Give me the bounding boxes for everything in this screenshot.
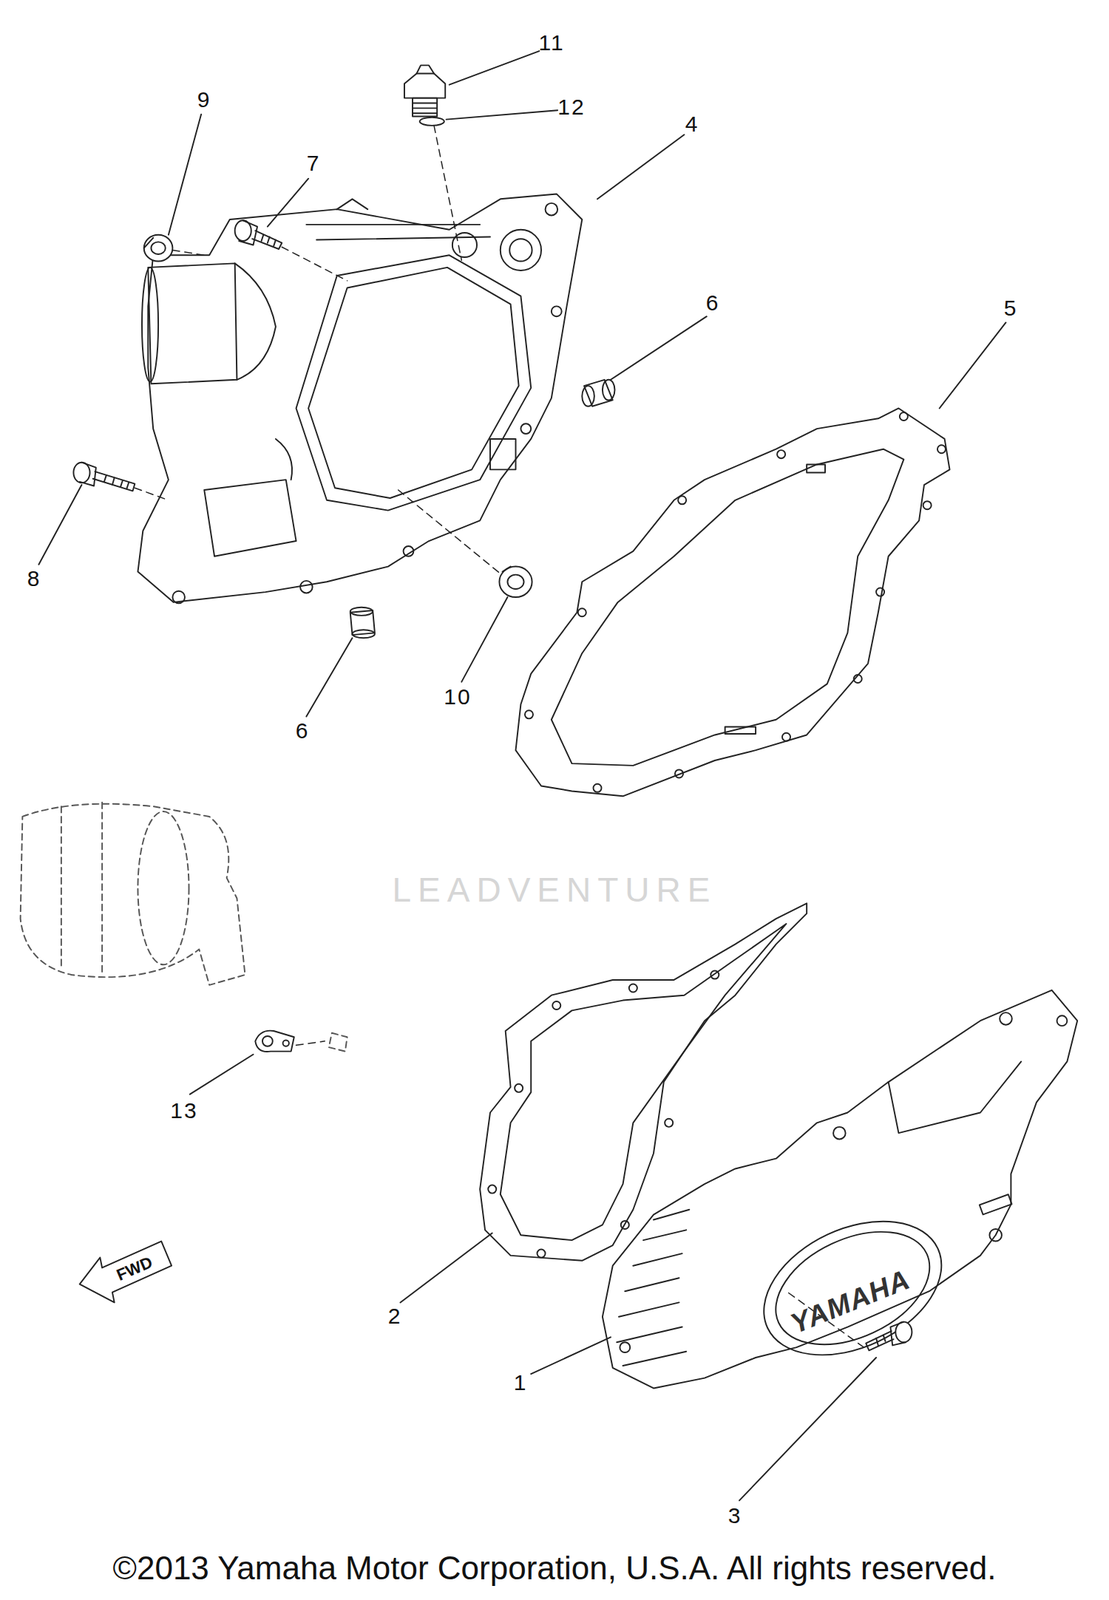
ignition-coil-phantom [20,802,348,1053]
callout-number: 1 [513,1372,528,1395]
callout-number: 12 [557,96,585,119]
forward-arrow [79,1242,172,1304]
magneto-cover [602,990,1078,1390]
callout-number: 10 [443,686,471,709]
callout-number: 2 [388,1305,403,1328]
dowel-collar [581,380,615,407]
oil-seal [144,235,174,262]
direction-mark: FWD [114,1254,156,1285]
leader-lines [38,51,1006,1501]
oil-seal [499,567,532,598]
brand-logo: YAMAHA [786,1265,914,1339]
callout-number: 3 [728,1505,743,1528]
callout-number: 11 [538,31,565,54]
bolt [235,220,283,250]
crankcase-cover [137,193,582,604]
callout-number: 6 [295,720,310,743]
callout-number: 9 [197,88,212,111]
o-ring [419,117,445,126]
clamp [255,1031,294,1053]
bolt [865,1322,912,1352]
assembly-lines [134,125,864,1348]
bolt [73,462,135,492]
callout-number: 4 [685,113,700,136]
callout-number: 6 [706,292,721,315]
oil-plug [404,65,446,117]
callout-number: 8 [27,567,42,590]
callout-number: 7 [306,152,321,175]
case-gasket [516,408,951,797]
copyright-caption: ©2013 Yamaha Motor Corporation, U.S.A. A… [113,1552,997,1586]
watermark: LEADVENTURE [392,873,718,908]
dowel-collar [350,607,375,639]
callout-number: 13 [170,1100,198,1123]
callout-number: 5 [1004,297,1019,320]
